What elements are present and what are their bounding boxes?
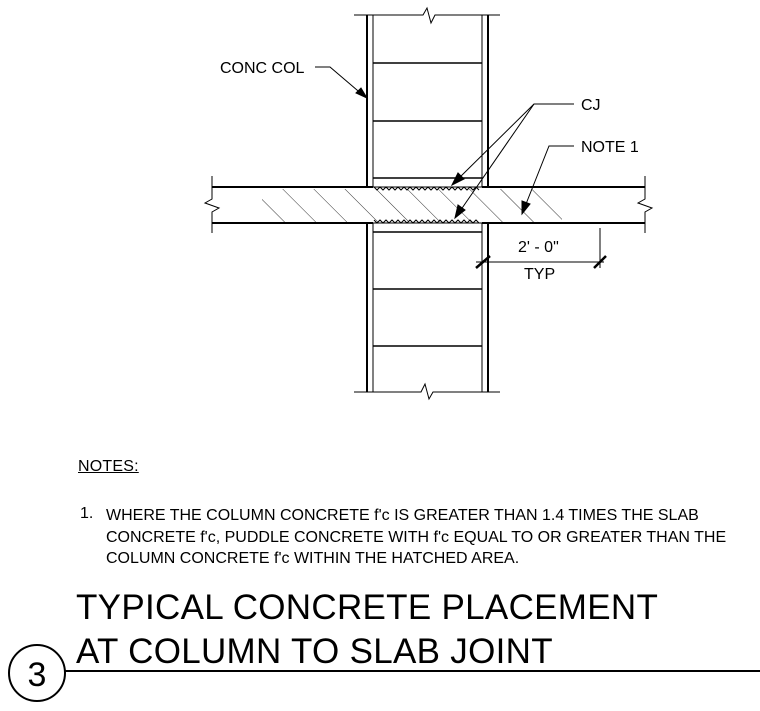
note-text: WHERE THE COLUMN CONCRETE f'c IS GREATER…: [106, 505, 756, 570]
note-line: WHERE THE COLUMN CONCRETE f'c IS GREATER…: [106, 507, 699, 524]
label-conc-col: CONC COL: [220, 60, 305, 77]
leader-cj: [450, 103, 574, 220]
title-line: AT COLUMN TO SLAB JOINT: [76, 632, 553, 671]
column-break-top: [354, 6, 500, 25]
slab-break-left: [203, 176, 221, 233]
note-number: 1.: [80, 505, 94, 522]
column-ties: [373, 62, 482, 347]
column-break-bottom: [354, 382, 500, 401]
detail-number-circle: [8, 644, 66, 702]
dimension-typ: TYP: [524, 266, 555, 283]
column: [366, 15, 489, 392]
dimension-line: [475, 228, 607, 269]
leader-note-1: [521, 145, 574, 216]
label-cj: CJ: [581, 97, 601, 114]
slab-break-right: [636, 176, 654, 233]
hatched-area: [262, 189, 562, 222]
title-block: 3: [8, 644, 760, 702]
detail-title: TYPICAL CONCRETE PLACEMENT AT COLUMN TO …: [76, 586, 658, 674]
notes-heading: NOTES:: [78, 458, 139, 475]
leader-conc-col: [315, 66, 369, 100]
title-line: TYPICAL CONCRETE PLACEMENT: [76, 588, 659, 627]
label-note-1: NOTE 1: [581, 139, 639, 156]
dimension-value: 2' - 0": [518, 239, 559, 256]
note-line: COLUMN CONCRETE f'c WITHIN THE HATCHED A…: [106, 550, 520, 567]
detail-number: 3: [28, 656, 47, 694]
note-line: CONCRETE f'c, PUDDLE CONCRETE WITH f'c E…: [106, 528, 727, 546]
slab: [212, 186, 645, 224]
